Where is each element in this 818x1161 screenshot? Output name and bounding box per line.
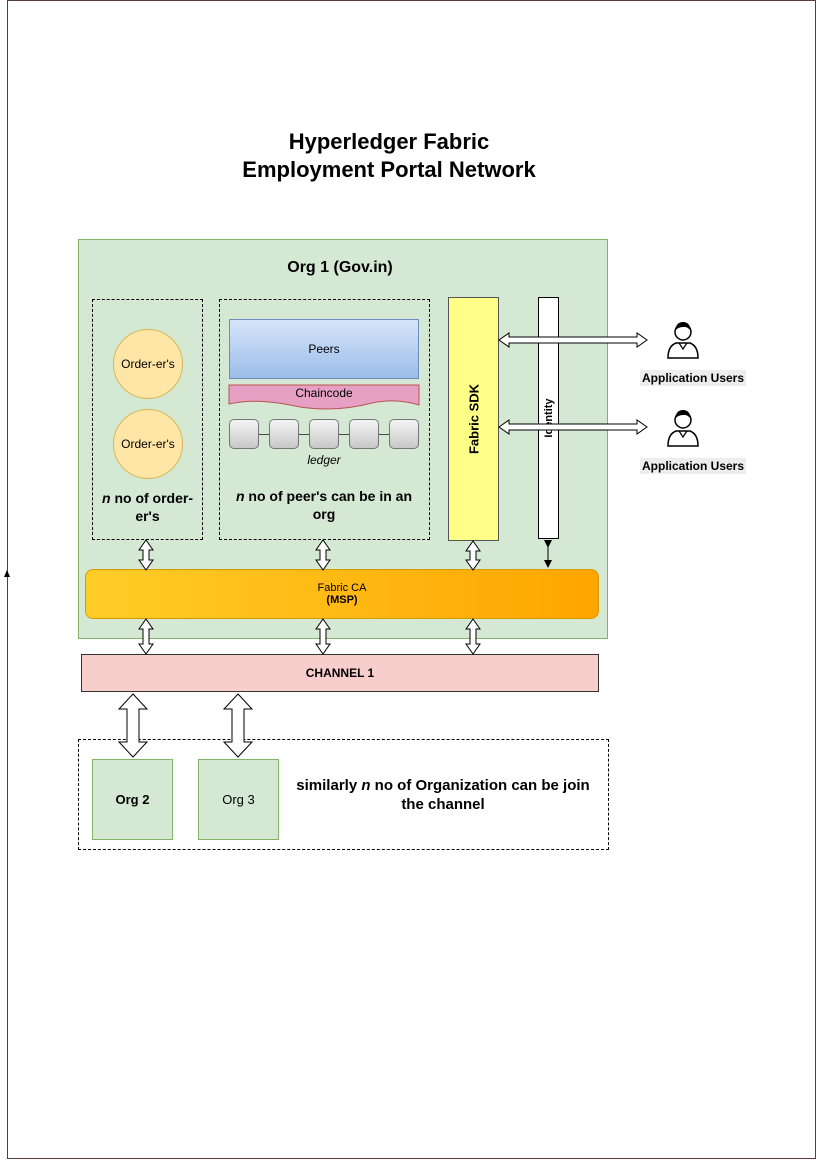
page-frame (7, 0, 816, 1159)
application-users-label-2: Application Users (640, 458, 747, 474)
orderers-caption-text: no of order-er's (110, 490, 193, 524)
other-orgs-note-after: no of Organization can be join the chann… (370, 777, 590, 813)
user-icon (667, 322, 699, 359)
org3-node: Org 3 (198, 759, 279, 840)
org1-title: Org 1 (Gov.in) (287, 259, 393, 276)
fabric-ca-label: Fabric CA (317, 582, 367, 594)
ledger-label: ledger (307, 453, 341, 467)
ca-channel-arrow-2 (315, 618, 331, 655)
sdk-user-arrow-2 (498, 419, 648, 435)
peers-caption-n: n (235, 488, 245, 504)
ledger-block-4 (349, 419, 379, 449)
fabric-ca-msp-label: (MSP) (326, 594, 358, 606)
orderers-caption: n no of order-er's (96, 489, 199, 525)
application-users-label-1: Application Users (640, 370, 747, 386)
other-orgs-note-n: n (361, 777, 371, 794)
user-icon (667, 410, 699, 447)
sdk-ca-arrow (465, 540, 481, 571)
ca-channel-arrow-3 (465, 618, 481, 655)
peers-ca-arrow (315, 539, 331, 571)
other-orgs-group (78, 739, 609, 850)
diagram-title: Hyperledger Fabric Employment Portal Net… (189, 128, 589, 184)
other-orgs-note-before: similarly (296, 777, 362, 794)
orderers-group (92, 299, 203, 540)
orderer-node-1: Order-er's (113, 329, 183, 399)
org2-node: Org 2 (92, 759, 173, 840)
sdk-user-arrow-1 (498, 332, 648, 348)
fabric-ca-block: Fabric CA (MSP) (85, 569, 599, 619)
title-line-1: Hyperledger Fabric (288, 129, 490, 154)
ledger-block-1 (229, 419, 259, 449)
frame-edge-arrow (4, 570, 10, 577)
ledger-block-5 (389, 419, 419, 449)
orderer-node-2: Order-er's (113, 409, 183, 479)
title-line-2: Employment Portal Network (242, 157, 536, 182)
peers-group (219, 299, 430, 540)
identity-block: Identity (538, 297, 559, 539)
peers-caption: n no of peer's can be in an org (229, 487, 419, 523)
chaincode-label: Chaincode (295, 386, 353, 400)
orderers-ca-arrow (138, 539, 154, 571)
orderers-caption-n: n (102, 490, 111, 506)
ledger-block-3 (309, 419, 339, 449)
channel-bar: CHANNEL 1 (81, 654, 599, 692)
ca-channel-arrow-1 (138, 618, 154, 655)
other-orgs-note: similarly n no of Organization can be jo… (290, 776, 596, 814)
peers-node: Peers (229, 319, 419, 379)
fabric-sdk-block: Fabric SDK (448, 297, 499, 541)
peers-caption-text: no of peer's can be in an org (244, 488, 413, 522)
channel-org2-arrow (117, 693, 149, 758)
channel-org3-arrow (222, 693, 254, 758)
ledger-block-2 (269, 419, 299, 449)
